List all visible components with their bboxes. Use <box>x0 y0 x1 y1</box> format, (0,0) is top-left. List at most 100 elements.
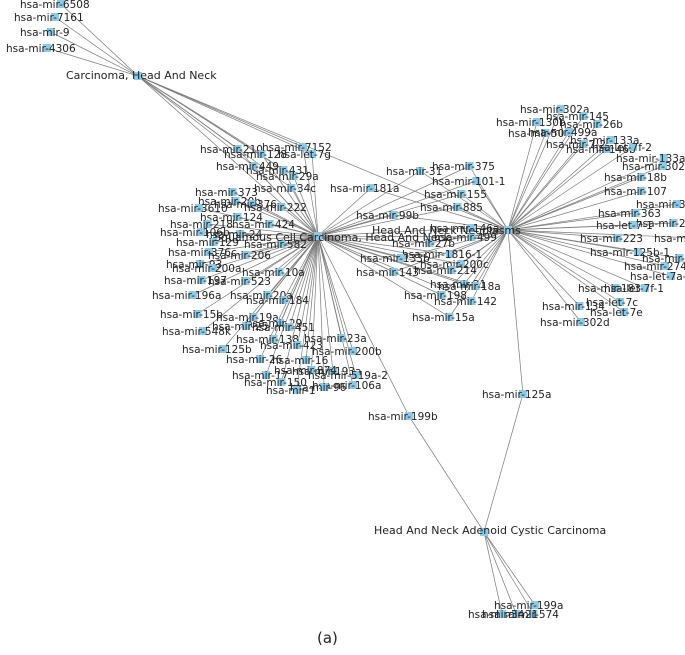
mirna-label: hsa-mir-20a <box>230 290 293 302</box>
mirna-node-marker <box>675 254 684 262</box>
mirna-node-marker <box>637 187 646 195</box>
edge-hsa-mir-181a-neoplasms <box>370 187 509 231</box>
edge-hsa-mir-129-squamous <box>213 235 319 243</box>
mirna-node-marker <box>298 143 307 151</box>
mirna-label: hsa-mir-200b <box>312 346 382 358</box>
edge-hsa-mir-133a-neoplasms <box>507 139 612 231</box>
mirna-label: hsa-mir-181a <box>330 183 399 195</box>
mirna-node-marker <box>518 390 527 398</box>
mirna-label: hsa-mir-1816-1 <box>402 249 482 261</box>
mirna-node-marker <box>265 220 274 228</box>
mirna-node-marker <box>659 154 668 162</box>
mirna-label: hsa-mir-885 <box>420 202 483 214</box>
edge-hsa-mir-375-neoplasms <box>469 165 509 231</box>
mirna-label: hsa-mir-18b <box>604 172 667 184</box>
edge-hsa-mir-449-squamous <box>253 165 319 237</box>
edge-hsa-mir-4306-carcinoma <box>46 47 139 77</box>
mirna-label: hsa-mir-20b <box>198 196 261 208</box>
mirna-node-marker <box>530 601 539 609</box>
mirna-label: hsa-mir-210 <box>200 144 263 156</box>
mirna-node-marker <box>46 28 55 36</box>
edge-hsa-mir-9-carcinoma <box>50 31 139 77</box>
edge-hsa-mir-199b-adenoid <box>408 415 485 533</box>
mirna-node-marker <box>292 386 301 394</box>
mirna-node-marker <box>593 120 602 128</box>
mirna-label: hsa-mir-9 <box>20 27 70 39</box>
mirna-label: hsa-mir-199a <box>494 600 563 612</box>
edge-hsa-mir-18b-neoplasms <box>507 176 642 231</box>
edge-hsa-mir-499-neoplasms <box>471 229 509 238</box>
mirna-node-marker <box>308 150 317 158</box>
mirna-label: hsa-mir-519a-2 <box>308 370 388 382</box>
mirna-node-marker <box>666 272 675 280</box>
edge-hsa-mir-193a-squamous <box>317 235 334 372</box>
mirna-node-marker <box>633 248 642 256</box>
hub-carcinoma-head-and-neck: Carcinoma, Head And Neck <box>66 69 217 82</box>
mirna-node-marker <box>457 190 466 198</box>
mirna-node-marker <box>658 162 667 170</box>
edge-hsa-mir-373-squamous <box>232 191 319 237</box>
edge-hsa-mir-6508-carcinoma <box>60 3 139 77</box>
mirna-node-marker <box>425 239 434 247</box>
mirna-label: hsa-mir-21 <box>482 609 538 621</box>
mirna-label: hsa-mir-125b <box>182 344 252 356</box>
mirna-node-marker <box>262 371 271 379</box>
edge-hsa-mir-181a-squamous <box>317 187 372 237</box>
mirna-node-marker <box>249 313 258 321</box>
edge-hsa-mir-885-neoplasms <box>457 206 509 231</box>
mirna-label: hsa-mir-19a <box>216 312 279 324</box>
mirna-node-marker <box>366 184 375 192</box>
mirna-label: hsa-mir-376c <box>168 247 237 259</box>
mirna-node-marker <box>302 356 311 364</box>
mirna-node-marker <box>616 298 625 306</box>
mirna-label: hsa-mir-375 <box>432 161 495 173</box>
mirna-node-marker <box>203 220 212 228</box>
edge-hsa-mir-125a-neoplasms <box>507 229 524 395</box>
mirna-node-marker <box>456 260 465 268</box>
edge-hsa-mir-222-squamous <box>281 206 319 237</box>
mirna-label: hsa-mir-376 <box>214 199 277 211</box>
mirna-node-marker <box>194 204 203 212</box>
mirna-node-marker <box>611 284 620 292</box>
mirna-label: hsa-mir-302a <box>520 104 589 116</box>
edge-hsa-mir-3-95-neoplasms <box>507 229 685 238</box>
mirna-node-marker <box>529 610 538 618</box>
mirna-label: hsa-mir-206 <box>208 250 271 262</box>
edge-hsa-mir-423-squamous <box>297 235 319 346</box>
edge-hsa-mir-499-squamous <box>317 235 472 238</box>
mirna-node-marker <box>197 276 206 284</box>
edge-hsa-mir-107-neoplasms <box>507 190 642 231</box>
mirna-label: hsa-mir-134 <box>542 301 605 313</box>
edge-hsa-mir-376c-squamous <box>208 235 319 253</box>
mirna-node-marker <box>471 282 480 290</box>
mirna-node-marker <box>233 145 242 153</box>
edge-hsa-mir-223-neoplasms <box>507 229 618 239</box>
mirna-node-marker <box>669 219 678 227</box>
mirna-label: hsa-let-7-1 <box>596 220 653 232</box>
edge-hsa-mir-34c-carcinoma <box>137 75 292 189</box>
mirna-node-marker <box>204 248 213 256</box>
mirna-node-marker <box>396 254 405 262</box>
edge-hsa-mir-125a-adenoid <box>483 393 524 533</box>
mirna-node-marker <box>241 251 250 259</box>
mirna-label: hsa-let-7c <box>586 297 638 309</box>
mirna-node-marker <box>277 240 286 248</box>
mirna-label: hsa-mir-93 <box>166 259 222 271</box>
mirna-node-marker <box>348 347 357 355</box>
edge-hsa-mir-7161-carcinoma <box>54 16 139 77</box>
mirna-label: hsa-mir-17 <box>232 370 288 382</box>
mirna-node-marker <box>466 224 475 232</box>
mirna-label: hsa-mir-129 <box>176 237 239 249</box>
mirna-node-marker <box>242 322 251 330</box>
mirna-label: hsa-mir-3610 <box>158 203 228 215</box>
mirna-node-marker <box>236 230 245 238</box>
mirna-label: hsa-mir-204 <box>636 218 685 230</box>
mirna-node-marker <box>541 129 550 137</box>
edge-hsa-mir-101-1-squamous <box>317 180 477 237</box>
mirna-label: hsa-mir-218 <box>170 219 233 231</box>
edge-hsa-let-7-1-neoplasms <box>507 224 634 231</box>
edge-hsa-mir-15a-squamous <box>317 235 450 318</box>
mirna-node-marker <box>196 228 205 236</box>
mirna-node-marker <box>241 277 250 285</box>
mirna-label: hsa-mir-431 <box>246 165 309 177</box>
